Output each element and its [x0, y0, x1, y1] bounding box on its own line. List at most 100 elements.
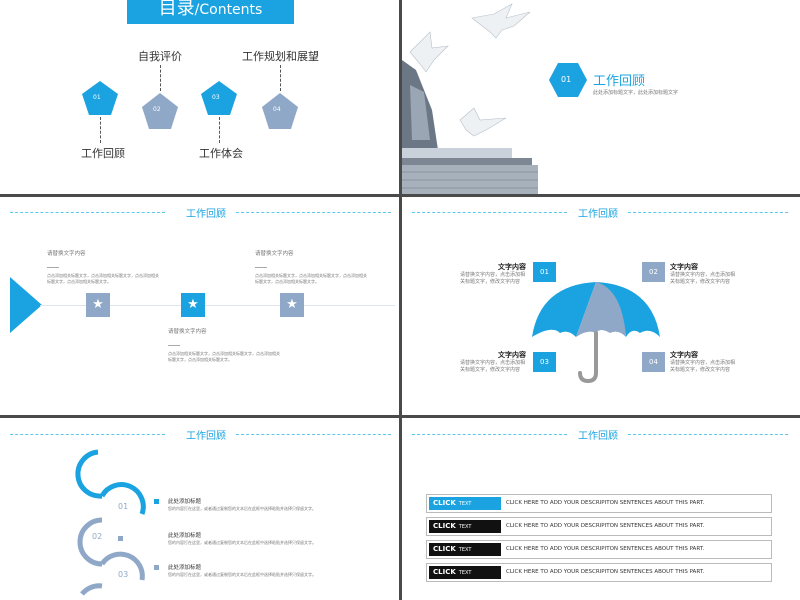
- list-desc: 您的内容打在这里，或者通过复制您的文本后在此框中选择粘贴并选择只保留文字。: [168, 540, 316, 545]
- header-line: [412, 434, 567, 435]
- item-title: 文字内容: [670, 263, 698, 271]
- header-line: [236, 212, 391, 213]
- block-text: 点击添加相关标题文字，点击添加相关标题文字，点击添加相关: [255, 273, 367, 278]
- bullet-square: [118, 536, 123, 541]
- umbrella-icon: [532, 282, 660, 384]
- timeline-line: [40, 305, 395, 306]
- num-box: 03: [533, 352, 556, 372]
- list-title: 此处添加标题: [168, 533, 202, 539]
- item-text: 关标题文字，修改文字内容: [460, 367, 521, 373]
- block-title: 请替换文字内容: [47, 251, 86, 257]
- click-row-text: CLICK HERE TO ADD YOUR DESCRIPITON SENTE…: [506, 569, 705, 575]
- contents-title-box: 目录/Contents: [127, 0, 294, 24]
- item-title: 文字内容: [498, 263, 526, 271]
- block-title: 请替换文字内容: [168, 329, 207, 335]
- item-text: 请替换文字内容，点击添加相: [670, 272, 736, 278]
- header-line: [236, 434, 391, 435]
- section-subtitle: 此处添加标题文字，此处添加标题文字: [593, 90, 679, 96]
- list-title: 此处添加标题: [168, 565, 202, 571]
- block-rule: [168, 345, 180, 346]
- star-box: ★: [86, 293, 110, 317]
- curve-num: 03: [118, 570, 129, 579]
- pentagon-icon: [142, 93, 178, 129]
- curve-num: 02: [92, 532, 103, 541]
- block-rule: [255, 267, 267, 268]
- contents-title-main: 目录: [158, 0, 195, 19]
- list-desc: 您的内容打在这里，或者通过复制您的文本后在此框中选择粘贴并选择只保留文字。: [168, 572, 316, 577]
- block-text: 标题文字，点击添加相关标题文字。: [168, 357, 232, 362]
- item-text: 请替换文字内容，点击添加相: [460, 272, 526, 278]
- pentagon-icon: [201, 81, 237, 115]
- list-title: 此处添加标题: [168, 499, 202, 505]
- header-line: [10, 434, 165, 435]
- slide-contents[interactable]: 目录/Contents 01 工作回顾 自我评价 02 03 工作体会 工作规划…: [0, 0, 399, 194]
- num-box: 04: [642, 352, 665, 372]
- click-row-text: CLICK HERE TO ADD YOUR DESCRIPITON SENTE…: [506, 523, 705, 529]
- item-title: 文字内容: [498, 351, 526, 359]
- list-desc: 您的内容打在这里，或者通过复制您的文本后在此框中选择粘贴并选择只保留文字。: [168, 506, 316, 511]
- star-box: ★: [181, 293, 205, 317]
- item-title: 文字内容: [670, 351, 698, 359]
- play-arrow-icon: [10, 277, 42, 333]
- slide-curve-list[interactable]: 工作回顾 01 02 03 此处添加标题 您的内容打在这里，或者通过复制您的文本…: [0, 418, 399, 600]
- section-title: 工作回顾: [593, 74, 646, 89]
- block-text: 点击添加相关标题文字，点击添加相关标题文字，点击添加相关: [47, 273, 159, 278]
- item-text: 请替换文字内容，点击添加相: [460, 360, 526, 366]
- hexagon-icon: [549, 63, 587, 97]
- slide-timeline[interactable]: 工作回顾 ★ ★ ★ 请替换文字内容 点击添加相关标题文字，点击添加相关标题文字…: [0, 197, 399, 415]
- item-text: 关标题文字，修改文字内容: [670, 367, 731, 373]
- contents-item-label[interactable]: 自我评价: [138, 50, 182, 63]
- connector-dashed: [280, 65, 281, 91]
- item-num: 04: [273, 106, 281, 113]
- contents-item-label[interactable]: 工作规划和展望: [242, 50, 319, 63]
- connector-dashed: [219, 117, 220, 143]
- header-line: [628, 212, 788, 213]
- block-rule: [47, 267, 59, 268]
- s-curve-graphic: [75, 449, 146, 596]
- doves-statue-image: [402, 3, 538, 194]
- pentagon-icon: [82, 81, 118, 115]
- item-text: 关标题文字，修改文字内容: [460, 279, 521, 285]
- curve-num: 01: [118, 502, 129, 511]
- header-line: [10, 212, 165, 213]
- slide-umbrella[interactable]: 工作回顾 01 文字内容 请替换文字内容，点击添加相 关标题文字，修改文字内容 …: [402, 197, 800, 415]
- section-num: 01: [561, 75, 572, 84]
- header-line: [628, 434, 788, 435]
- slide-header: 工作回顾: [578, 209, 618, 220]
- click-row-text: CLICK HERE TO ADD YOUR DESCRIPITON SENTE…: [506, 500, 705, 506]
- item-text: 请替换文字内容，点击添加相: [670, 360, 736, 366]
- item-num: 01: [93, 94, 101, 101]
- num-box: 01: [533, 262, 556, 282]
- connector-dashed: [160, 65, 161, 91]
- pentagon-icon: [262, 93, 298, 129]
- slide-section-cover[interactable]: 01 工作回顾 此处添加标题文字，此处添加标题文字: [402, 0, 800, 194]
- bullet-square: [154, 565, 159, 570]
- header-line: [412, 212, 567, 213]
- block-text: 标题文字，点击添加相关标题文字。: [255, 279, 319, 284]
- slide-header: 工作回顾: [578, 431, 618, 442]
- block-title: 请替换文字内容: [255, 251, 294, 257]
- item-num: 02: [153, 106, 161, 113]
- bullet-square: [154, 499, 159, 504]
- contents-title-sub: /Contents: [194, 2, 263, 18]
- block-text: 标题文字，点击添加相关标题文字。: [47, 279, 111, 284]
- slide-header: 工作回顾: [186, 209, 226, 220]
- connector-dashed: [100, 117, 101, 143]
- slide-header: 工作回顾: [186, 431, 226, 442]
- click-row-text: CLICK HERE TO ADD YOUR DESCRIPITON SENTE…: [506, 546, 705, 552]
- item-num: 03: [212, 94, 220, 101]
- star-box: ★: [280, 293, 304, 317]
- block-text: 点击添加相关标题文字，点击添加相关标题文字，点击添加相关: [168, 351, 280, 356]
- contents-item-label[interactable]: 工作回顾: [81, 147, 125, 160]
- contents-item-label[interactable]: 工作体会: [199, 147, 243, 160]
- num-box: 02: [642, 262, 665, 282]
